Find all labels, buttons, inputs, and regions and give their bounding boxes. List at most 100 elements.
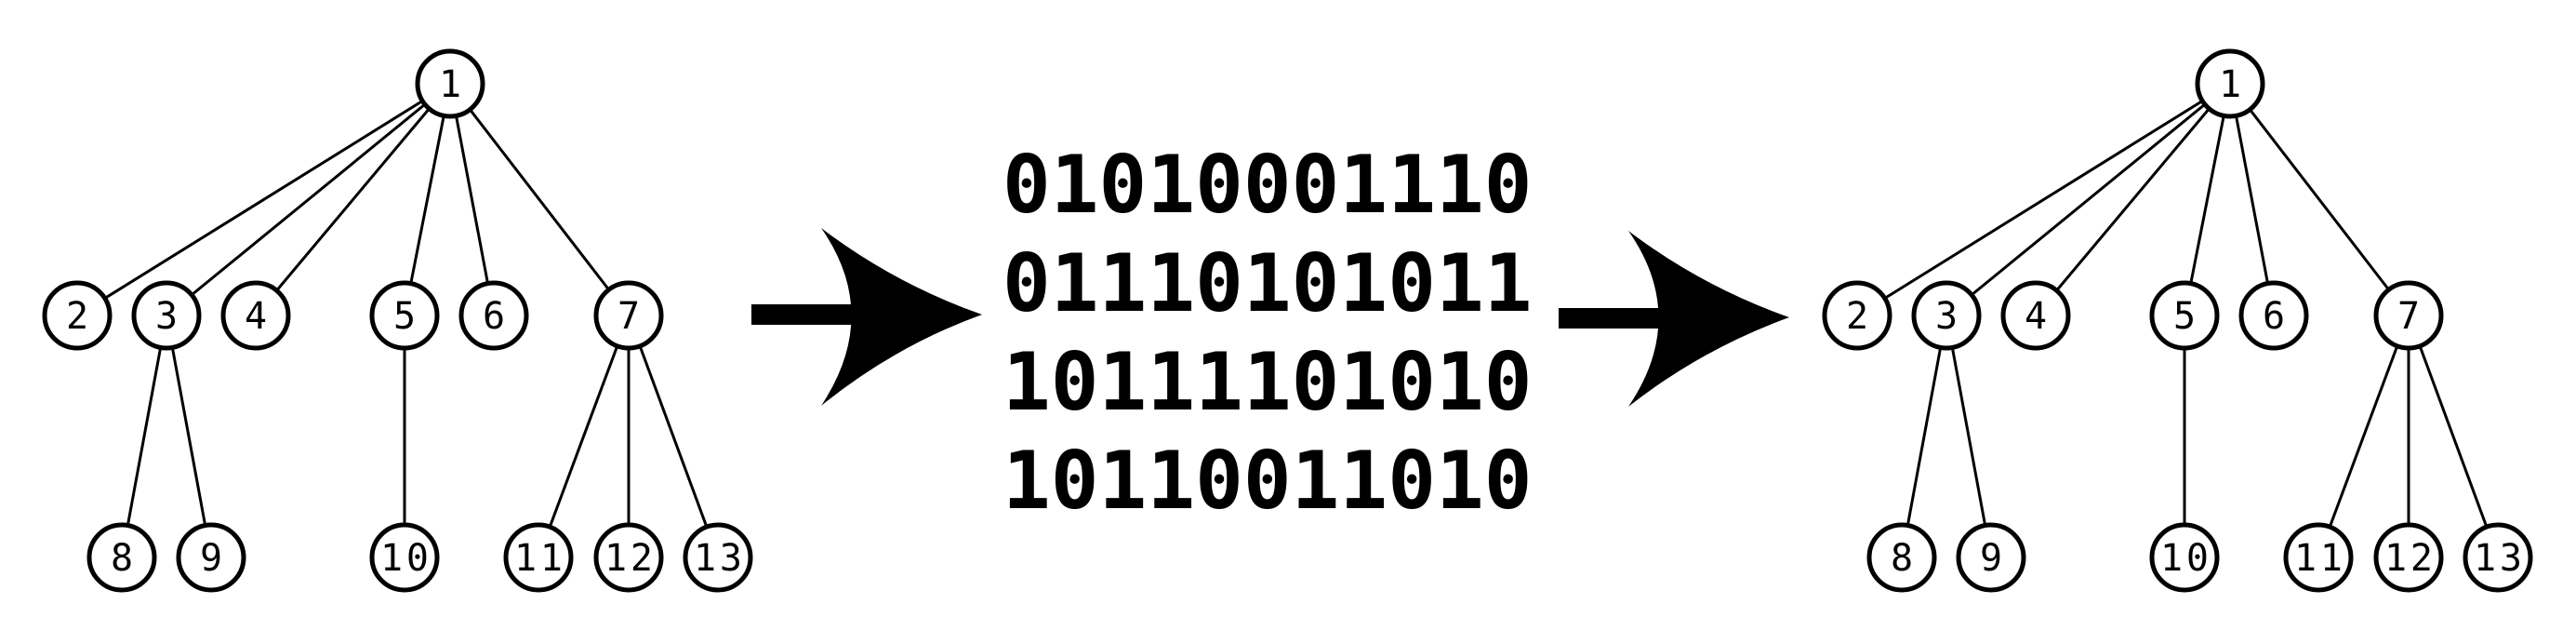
- tree-edge-1-6: [448, 83, 496, 316]
- tree-node-11: 11: [2283, 522, 2354, 593]
- node-label: 8: [1891, 537, 1913, 580]
- node-circle: [2373, 522, 2444, 593]
- tree-node-2: 2: [1822, 280, 1892, 351]
- node-label: 2: [1846, 295, 1868, 338]
- tree-node-10: 10: [2149, 522, 2220, 593]
- tree-edge-1-7: [2228, 83, 2410, 316]
- node-label: 7: [2397, 295, 2420, 338]
- node-label: 9: [1980, 537, 2002, 580]
- node-circle: [1822, 280, 1892, 351]
- tree-node-5: 5: [369, 280, 440, 351]
- tree-edge-3-9: [165, 315, 213, 558]
- tree-node-6: 6: [458, 280, 529, 351]
- node-label: 4: [245, 295, 267, 338]
- tree-edge-1-3: [1945, 82, 2231, 317]
- tree-node-10: 10: [369, 522, 440, 593]
- tree-edge-3-9: [1945, 315, 1993, 558]
- node-circle: [131, 280, 202, 351]
- node-circle: [503, 522, 574, 593]
- tree-edge-1-7: [448, 83, 631, 316]
- node-circle: [2463, 522, 2533, 593]
- node-label: 9: [200, 537, 222, 580]
- node-circle: [593, 522, 664, 593]
- node-label: 7: [617, 295, 640, 338]
- encode-arrow-icon: [751, 228, 982, 406]
- tree-node-4: 4: [220, 280, 291, 351]
- tree-node-8: 8: [86, 522, 157, 593]
- node-circle: [176, 522, 246, 593]
- tree-node-1: 1: [415, 48, 485, 119]
- tree-node-7: 7: [2373, 280, 2444, 351]
- tree-edge-1-2: [1856, 82, 2231, 317]
- tree-edge-1-3: [166, 82, 451, 317]
- tree-edge-7-11: [2317, 315, 2410, 558]
- tree-edge-3-8: [120, 315, 168, 558]
- node-label: 3: [155, 295, 178, 338]
- node-circle: [2149, 522, 2220, 593]
- node-circle: [2283, 522, 2354, 593]
- bit-string-line-2: 01110101011: [1003, 237, 1533, 330]
- tree-edge-1-4: [254, 83, 452, 316]
- tree-edge-7-13: [2407, 315, 2500, 558]
- tree-edge-7-13: [627, 315, 720, 558]
- tree-node-3: 3: [1911, 280, 1982, 351]
- tree-node-1: 1: [2195, 48, 2265, 119]
- tree-node-12: 12: [593, 522, 664, 593]
- bit-string-line-1: 01010001110: [1003, 139, 1533, 232]
- node-circle: [1911, 280, 1982, 351]
- node-circle: [2238, 280, 2309, 351]
- node-circle: [593, 280, 664, 351]
- decode-arrow-icon: [1559, 231, 1789, 407]
- node-circle: [458, 280, 529, 351]
- tree-node-9: 9: [1956, 522, 2026, 593]
- tree-node-7: 7: [593, 280, 664, 351]
- node-circle: [42, 280, 113, 351]
- tree-edge-1-2: [76, 82, 451, 317]
- tree-edge-1-4: [2034, 83, 2232, 316]
- tree-edge-1-6: [2228, 83, 2276, 316]
- node-circle: [2000, 280, 2071, 351]
- node-circle: [369, 522, 440, 593]
- node-label: 6: [483, 295, 505, 338]
- tree-edge-3-8: [1900, 315, 1948, 558]
- node-circle: [415, 48, 485, 119]
- node-label: 1: [2219, 63, 2241, 106]
- tree-node-5: 5: [2149, 280, 2220, 351]
- node-label: 2: [66, 295, 88, 338]
- node-label: 4: [2025, 295, 2047, 338]
- node-label: 6: [2263, 295, 2285, 338]
- tree-edge-7-11: [537, 315, 631, 558]
- node-label: 1: [439, 63, 461, 106]
- tree-node-13: 13: [2463, 522, 2533, 593]
- tree-edge-1-5: [2183, 83, 2232, 316]
- node-circle: [369, 280, 440, 351]
- node-circle: [1866, 522, 1937, 593]
- node-label: 8: [111, 537, 133, 580]
- tree-node-13: 13: [683, 522, 753, 593]
- node-circle: [2373, 280, 2444, 351]
- tree-node-6: 6: [2238, 280, 2309, 351]
- tree-edge-1-5: [403, 83, 452, 316]
- tree-node-8: 8: [1866, 522, 1937, 593]
- node-label: 5: [2173, 295, 2196, 338]
- node-label: 3: [1935, 295, 1958, 338]
- bit-string-line-4: 10110011010: [1003, 435, 1533, 528]
- tree-node-4: 4: [2000, 280, 2071, 351]
- node-circle: [220, 280, 291, 351]
- node-circle: [86, 522, 157, 593]
- node-circle: [2149, 280, 2220, 351]
- tree-node-3: 3: [131, 280, 202, 351]
- node-circle: [2195, 48, 2265, 119]
- node-circle: [1956, 522, 2026, 593]
- tree-node-9: 9: [176, 522, 246, 593]
- bit-string-line-3: 10111101010: [1003, 336, 1533, 429]
- tree-node-2: 2: [42, 280, 113, 351]
- tree-node-12: 12: [2373, 522, 2444, 593]
- tree-node-11: 11: [503, 522, 574, 593]
- node-label: 5: [393, 295, 416, 338]
- bit-encoding: 01010001110 01110101011 10111101010 1011…: [1003, 139, 1533, 528]
- node-circle: [683, 522, 753, 593]
